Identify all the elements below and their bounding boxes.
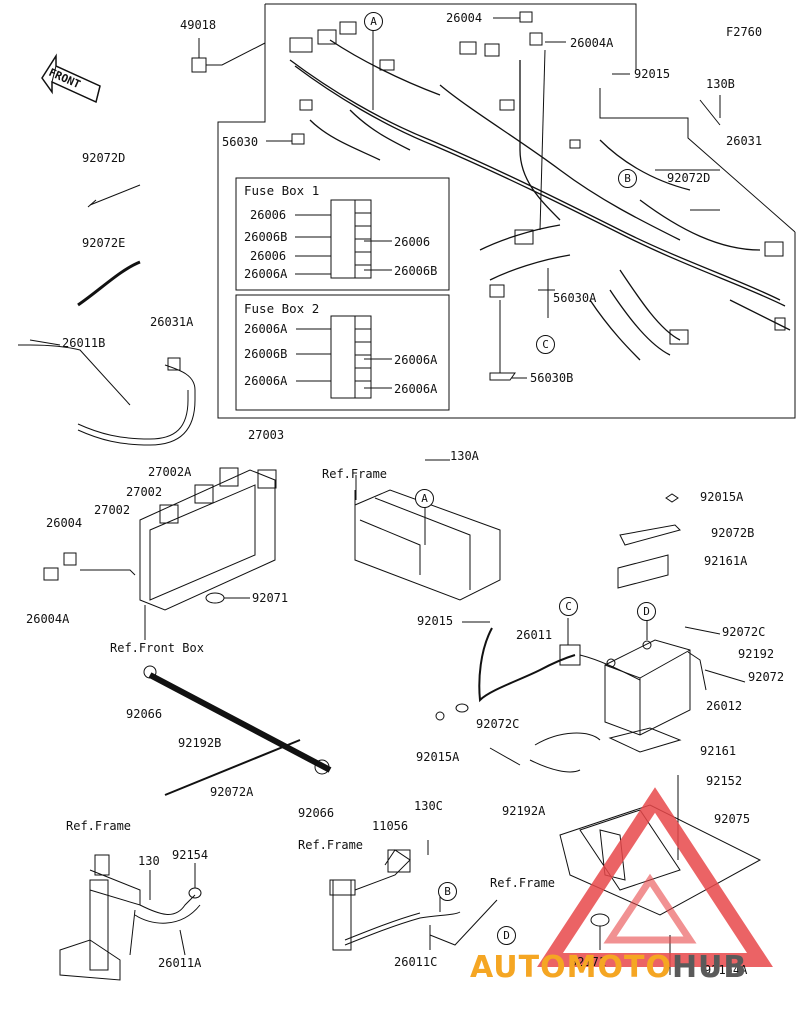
part-number: 26011 bbox=[516, 628, 553, 642]
fuse-label: 26006 bbox=[250, 249, 287, 263]
battery-body bbox=[604, 639, 691, 736]
part-number: 26011B bbox=[62, 336, 106, 350]
part-number: 92072C bbox=[476, 717, 520, 731]
harness-frame bbox=[265, 3, 637, 70]
connector-49018 bbox=[191, 57, 207, 73]
watermark-text-2: HUB bbox=[671, 950, 748, 985]
callout-a: A bbox=[364, 12, 383, 31]
fuse-label: 26006A bbox=[244, 374, 288, 388]
part-number: 27002A bbox=[148, 465, 192, 479]
callout-a: A bbox=[415, 489, 434, 508]
fuse-label: 26006A bbox=[394, 353, 438, 367]
part-number: 11056 bbox=[372, 819, 409, 833]
ref-front-box-label: Ref.Front Box bbox=[110, 641, 204, 655]
part-number: 56030A bbox=[553, 291, 597, 305]
part-number: 92154A bbox=[704, 963, 748, 977]
part-number: 92072D bbox=[82, 151, 126, 165]
part-number: 92154 bbox=[172, 848, 209, 862]
part-number: 92192B bbox=[178, 736, 222, 750]
watermark-logo: AUTOMOTOHUB bbox=[470, 950, 747, 985]
callout-b: B bbox=[438, 882, 457, 901]
diagram-code: F2760 bbox=[726, 25, 763, 39]
part-number: 92015 bbox=[417, 614, 454, 628]
part-number: 92071 bbox=[252, 591, 289, 605]
ref-frame-label: Ref.Frame bbox=[298, 838, 364, 852]
fuse-label: 26006A bbox=[244, 322, 288, 336]
fuse-box-2-title: Fuse Box 2 bbox=[244, 301, 320, 316]
part-number: 26011A bbox=[158, 956, 202, 970]
part-number: 92152 bbox=[706, 774, 743, 788]
fuse-label: 26006 bbox=[250, 208, 287, 222]
fuse-label: 26006A bbox=[244, 267, 288, 281]
watermark-text-1: AUTOMOTO bbox=[470, 950, 672, 985]
callout-d: D bbox=[637, 602, 656, 621]
callout-c: C bbox=[559, 597, 578, 616]
part-number: 26031A bbox=[150, 315, 194, 329]
part-number: 26004 bbox=[46, 516, 83, 530]
part-number: 92072 bbox=[748, 670, 785, 684]
part-number: 27002 bbox=[94, 503, 131, 517]
ref-frame-label: Ref.Frame bbox=[490, 876, 556, 890]
part-number: 92072D bbox=[667, 171, 711, 185]
part-number: 92072A bbox=[210, 785, 254, 799]
part-number: 92072C bbox=[722, 625, 766, 639]
part-number: 92015A bbox=[700, 490, 744, 504]
part-number: 130B bbox=[706, 77, 735, 91]
part-number: 92171 bbox=[570, 955, 607, 969]
part-number: 26012 bbox=[706, 699, 743, 713]
callout-b: B bbox=[618, 169, 637, 188]
ref-frame-label: Ref.Frame bbox=[322, 467, 388, 481]
fuse-label: 26006B bbox=[394, 264, 438, 278]
fuse-label: 26006A bbox=[394, 382, 438, 396]
part-number: 130A bbox=[450, 449, 479, 463]
part-number: 56030B bbox=[530, 371, 574, 385]
part-number: 92192 bbox=[738, 647, 775, 661]
part-number: 92015A bbox=[416, 750, 460, 764]
part-number: 92075 bbox=[714, 812, 751, 826]
part-number: 49018 bbox=[180, 18, 217, 32]
part-number: 26004A bbox=[570, 36, 614, 50]
part-number: 130C bbox=[414, 799, 443, 813]
connector-26004A bbox=[529, 32, 543, 46]
part-number: 92192A bbox=[502, 804, 546, 818]
part-number: 92066 bbox=[126, 707, 163, 721]
connector-26004 bbox=[519, 11, 533, 23]
fuse-box-2-frame bbox=[235, 294, 450, 411]
part-number: 92066 bbox=[298, 806, 335, 820]
part-number: 92161 bbox=[700, 744, 737, 758]
callout-c: C bbox=[536, 335, 555, 354]
fuse-box-1-title: Fuse Box 1 bbox=[244, 183, 320, 198]
part-number: 92072E bbox=[82, 236, 126, 250]
part-number: 27003 bbox=[248, 428, 285, 442]
part-number: 56030 bbox=[222, 135, 259, 149]
fuse-label: 26006B bbox=[244, 347, 288, 361]
part-number: 26004 bbox=[446, 11, 483, 25]
part-number: 26031 bbox=[726, 134, 763, 148]
part-number: 92072B bbox=[711, 526, 755, 540]
part-number: 130 bbox=[138, 854, 160, 868]
front-box-body bbox=[139, 469, 276, 611]
part-number: 26011C bbox=[394, 955, 438, 969]
watermark-triangle bbox=[537, 787, 773, 967]
fuse-label: 26006B bbox=[244, 230, 288, 244]
front-arrow-icon bbox=[41, 53, 101, 104]
fuse-box-1-frame bbox=[235, 177, 450, 291]
part-number: 92015 bbox=[634, 67, 671, 81]
part-number: 26004A bbox=[26, 612, 70, 626]
part-number: 27002 bbox=[126, 485, 163, 499]
callout-d: D bbox=[497, 926, 516, 945]
part-number: 92161A bbox=[704, 554, 748, 568]
fuse-label: 26006 bbox=[394, 235, 431, 249]
ref-frame-label: Ref.Frame bbox=[66, 819, 132, 833]
